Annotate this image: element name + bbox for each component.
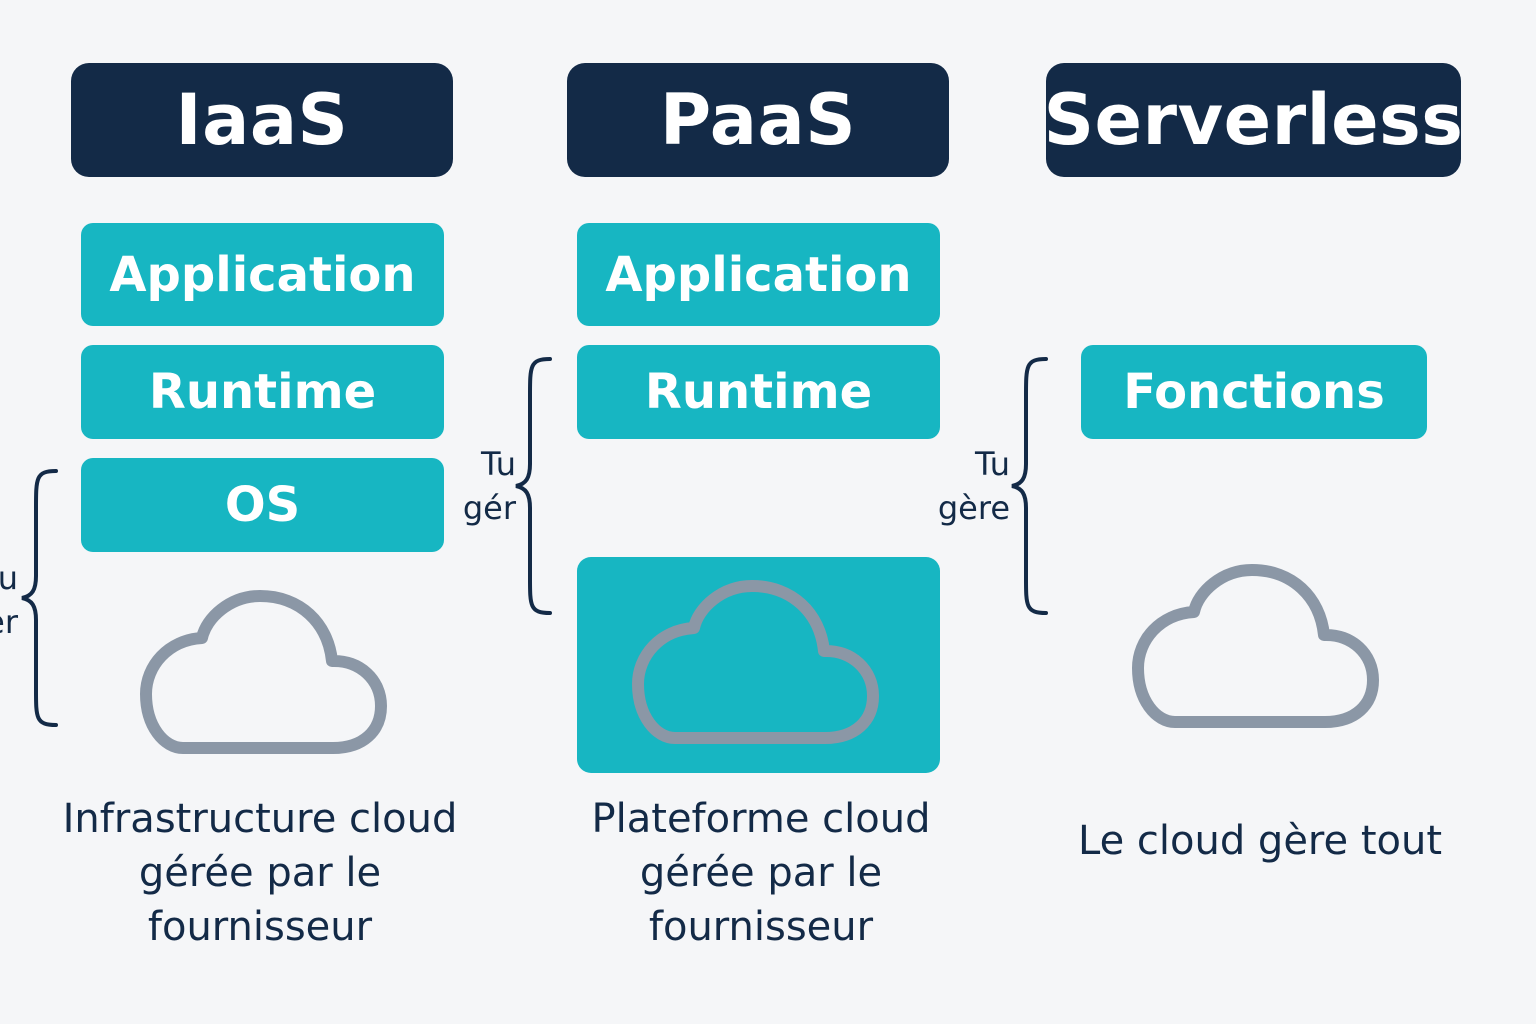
- paas-header: PaaS: [567, 63, 949, 177]
- serverless-brace: [1011, 357, 1048, 615]
- serverless-caption-line-1: Le cloud gère tout: [1077, 818, 1443, 864]
- paas-manage-label: Tu gér: [440, 442, 516, 530]
- serverless-caption: Le cloud gère tout: [1060, 814, 1460, 868]
- serverless-manage-label-line-2: gère: [937, 489, 1010, 527]
- iaas-layer-os: OS: [81, 458, 444, 552]
- iaas-brace: [21, 469, 58, 727]
- iaas-manage-label-line-2: er: [0, 603, 18, 641]
- iaas-caption-line-1: Infrastructure cloud: [62, 796, 458, 842]
- cloud-icon: [1132, 564, 1379, 728]
- serverless-manage-label-line-1: Tu: [975, 445, 1010, 483]
- iaas-layer-application: Application: [81, 223, 444, 326]
- iaas-header: IaaS: [71, 63, 453, 177]
- paas-brace: [515, 357, 552, 615]
- cloud-icon: [632, 580, 879, 744]
- paas-caption-line-3: fournisseur: [648, 904, 874, 950]
- serverless-manage-label: Tu gère: [920, 442, 1010, 530]
- paas-manage-label-line-1: Tu: [481, 445, 516, 483]
- paas-caption-line-1: Plateforme cloud: [591, 796, 931, 842]
- serverless-layer-functions: Fonctions: [1081, 345, 1427, 439]
- paas-caption: Plateforme cloud gérée par le fournisseu…: [556, 792, 966, 954]
- paas-caption-line-2: gérée par le: [639, 850, 883, 896]
- paas-layer-runtime: Runtime: [577, 345, 940, 439]
- cloud-icon: [140, 590, 387, 754]
- paas-manage-label-line-2: gér: [462, 489, 516, 527]
- paas-layer-application: Application: [577, 223, 940, 326]
- iaas-layer-runtime: Runtime: [81, 345, 444, 439]
- iaas-manage-label-line-1: u: [0, 559, 18, 597]
- iaas-manage-label: u er: [0, 556, 18, 644]
- iaas-caption: Infrastructure cloud gérée par le fourni…: [60, 792, 460, 954]
- iaas-caption-line-2: gérée par le: [138, 850, 382, 896]
- serverless-header: Serverless: [1044, 63, 1463, 177]
- iaas-caption-line-3: fournisseur: [147, 904, 373, 950]
